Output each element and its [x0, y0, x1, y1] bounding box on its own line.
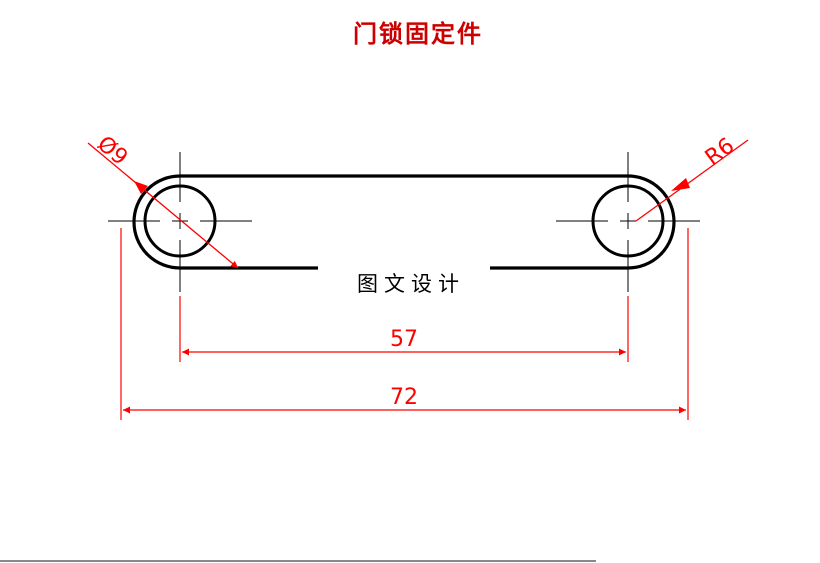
diameter-dimension — [87, 142, 239, 269]
left-center-mark — [108, 152, 252, 292]
center-distance-label: 57 — [390, 327, 418, 352]
radius-label: R6 — [701, 133, 739, 170]
diameter-label: Ø9 — [92, 131, 132, 170]
watermark-text: 图文设计 — [357, 272, 465, 296]
radius-dimension — [635, 139, 749, 222]
diameter-arrow-near — [134, 181, 148, 194]
drawing-title: 门锁固定件 — [353, 19, 483, 48]
right-center-mark — [556, 152, 700, 292]
overall-length-label: 72 — [390, 385, 418, 410]
extension-lines — [120, 228, 689, 420]
radius-arrow — [671, 178, 690, 191]
watermark-background — [318, 258, 490, 308]
